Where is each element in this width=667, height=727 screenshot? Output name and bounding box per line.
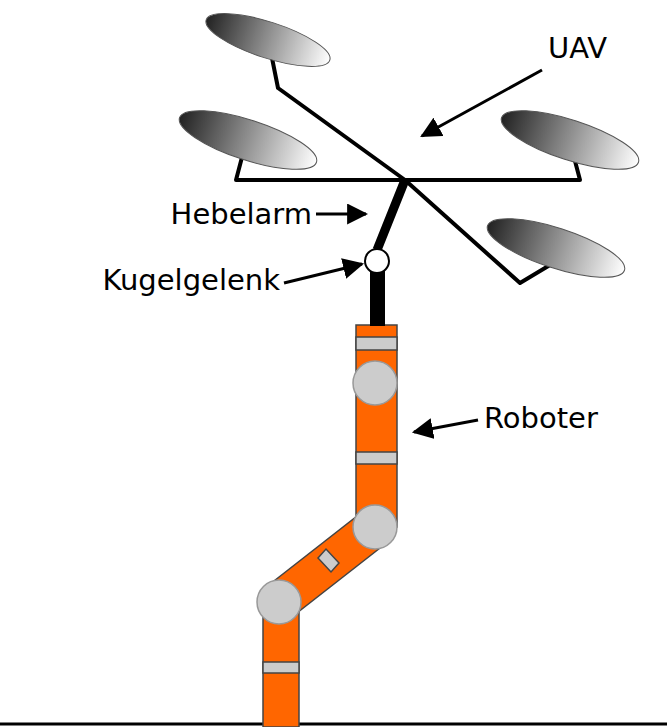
robot-arm	[257, 325, 397, 727]
leader-arrows	[284, 70, 542, 432]
robot-label: Roboter	[484, 404, 598, 433]
ball-joint-label: Kugelgelenk	[102, 266, 280, 295]
lever-arm	[377, 180, 405, 250]
lever-arm-label: Hebelarm	[171, 200, 312, 229]
ball-joint	[365, 249, 389, 273]
uav-label: UAV	[548, 34, 607, 63]
ground-line	[0, 723, 667, 726]
uav-propellers	[173, 3, 644, 289]
robot-flange-rod	[370, 270, 385, 326]
